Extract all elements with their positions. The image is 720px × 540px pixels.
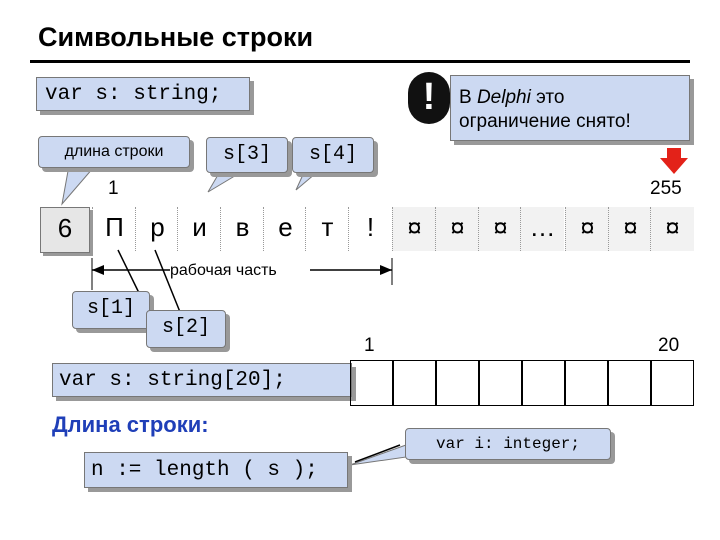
note-prefix: В — [459, 87, 477, 108]
char-cell: т — [305, 207, 349, 251]
char-cell: ! — [348, 207, 392, 251]
char-cell: … — [520, 207, 564, 251]
var-i-callout: var i: integer; — [405, 428, 611, 460]
working-part-label: рабочая часть — [170, 262, 277, 279]
string20-declaration-box: var s: string[20]; — [52, 363, 352, 397]
memory-cell — [479, 360, 522, 406]
char-cell: ¤ — [478, 207, 522, 251]
s3-callout: s[3] — [206, 137, 288, 173]
s4-callout: s[4] — [292, 137, 374, 173]
memory-cell — [651, 360, 694, 406]
char-cell: П — [92, 207, 136, 251]
char-cell: р — [135, 207, 179, 251]
memory-cell — [350, 360, 393, 406]
char-cell: в — [220, 207, 264, 251]
char-cell: ¤ — [608, 207, 652, 251]
char-cell: е — [263, 207, 307, 251]
char-cell: ¤ — [650, 207, 694, 251]
index-last: 255 — [650, 178, 682, 199]
memory-cell — [608, 360, 651, 406]
s1-callout: s[1] — [72, 291, 150, 329]
memory-cell — [522, 360, 565, 406]
char-cell: ¤ — [565, 207, 609, 251]
char-cell: ¤ — [392, 207, 436, 251]
exclamation-icon: ! — [408, 72, 450, 124]
mem-index-last: 20 — [658, 335, 680, 356]
mem-index-first: 1 — [364, 335, 375, 356]
s2-callout: s[2] — [146, 310, 226, 348]
page-title: Символьные строки — [38, 22, 314, 52]
index-first: 1 — [108, 178, 119, 199]
memory-cell — [393, 360, 436, 406]
char-cell: и — [177, 207, 221, 251]
note-line2: ограничение снято! — [459, 111, 631, 132]
length-call-box: n := length ( s ); — [84, 452, 348, 488]
memory-cell — [436, 360, 479, 406]
length-cell: 6 — [40, 207, 90, 253]
string-declaration-box: var s: string; — [36, 77, 250, 111]
delphi-note-box: В Delphi это ограничение снято! — [450, 75, 690, 141]
length-heading: Длина строки: — [52, 412, 209, 437]
title-underline — [30, 60, 690, 63]
length-callout: длина строки — [38, 136, 190, 168]
memory-cell — [565, 360, 608, 406]
red-arrow-down-icon — [660, 148, 688, 174]
note-suffix: это — [530, 87, 565, 108]
note-delphi: Delphi — [476, 87, 531, 108]
char-cell: ¤ — [435, 207, 479, 251]
